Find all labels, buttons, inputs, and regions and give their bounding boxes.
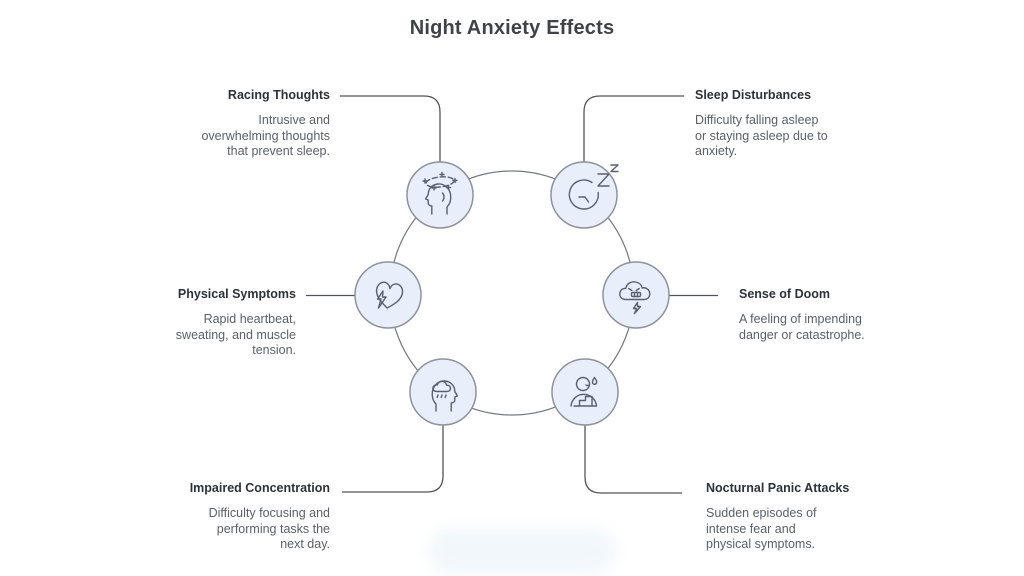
card-sleep-disturbances-description: Difficulty falling asleep or staying asl… <box>695 113 895 160</box>
connector-sleep-disturbances <box>583 95 684 162</box>
description-line: sweating, and muscle <box>175 327 296 342</box>
card-impaired-concentration-title: Impaired Concentration <box>189 481 330 495</box>
card-sense-of-doom-title: Sense of Doom <box>739 287 830 301</box>
card-physical-symptoms-description: Rapid heartbeat, sweating, and muscle te… <box>106 312 296 359</box>
card-sleep-disturbances: Sleep Disturbances Difficulty falling as… <box>695 88 895 160</box>
description-line: Rapid heartbeat, <box>203 312 296 326</box>
description-line: tension. <box>252 343 296 358</box>
description-line: next day. <box>280 537 330 552</box>
description-line: overwhelming thoughts <box>201 128 330 143</box>
description-line: Difficulty falling asleep <box>695 113 819 127</box>
page-title: Night Anxiety Effects <box>409 17 615 39</box>
card-sleep-disturbances-title: Sleep Disturbances <box>695 88 812 102</box>
card-impaired-concentration-description: Difficulty focusing and performing tasks… <box>140 506 330 553</box>
connector-impaired-concentration <box>342 425 444 493</box>
racing-thoughts-icon <box>406 161 474 229</box>
description-line: that prevent sleep. <box>227 144 330 159</box>
description-line: anxiety. <box>695 144 738 159</box>
card-racing-thoughts: Racing Thoughts Intrusive and overwhelmi… <box>140 88 330 160</box>
description-line: performing tasks the <box>216 521 330 536</box>
heart-bolt-icon <box>354 261 422 329</box>
card-nocturnal-panic-attacks-description: Sudden episodes of intense fear and phys… <box>706 506 906 553</box>
description-line: danger or catastrophe. <box>739 327 865 342</box>
card-racing-thoughts-description: Intrusive and overwhelming thoughts that… <box>140 113 330 160</box>
watermark <box>428 529 616 573</box>
description-line: physical symptoms. <box>706 537 816 552</box>
description-line: A feeling of impending <box>739 312 863 326</box>
storm-cloud-icon <box>602 261 670 329</box>
description-line: Difficulty focusing and <box>208 506 330 520</box>
card-physical-symptoms: Physical Symptoms Rapid heartbeat, sweat… <box>106 287 296 359</box>
card-nocturnal-panic-attacks-title: Nocturnal Panic Attacks <box>706 481 850 495</box>
cloudy-head-icon <box>409 358 477 426</box>
description-line: Sudden episodes of <box>706 506 817 520</box>
connector-nocturnal-panic <box>584 425 682 494</box>
card-racing-thoughts-title: Racing Thoughts <box>227 88 330 102</box>
description-line: intense fear and <box>706 521 796 536</box>
sleep-clock-icon <box>550 161 619 229</box>
panic-person-icon <box>551 358 619 426</box>
card-nocturnal-panic-attacks: Nocturnal Panic Attacks Sudden episodes … <box>706 481 906 553</box>
description-line: or staying asleep due to <box>695 128 828 143</box>
connector-racing-thoughts <box>340 95 441 162</box>
card-sense-of-doom: Sense of Doom A feeling of impending dan… <box>739 287 939 343</box>
description-line: Intrusive and <box>258 113 330 127</box>
card-physical-symptoms-title: Physical Symptoms <box>177 287 296 301</box>
card-sense-of-doom-description: A feeling of impending danger or catastr… <box>739 312 939 343</box>
card-impaired-concentration: Impaired Concentration Difficulty focusi… <box>140 481 330 553</box>
